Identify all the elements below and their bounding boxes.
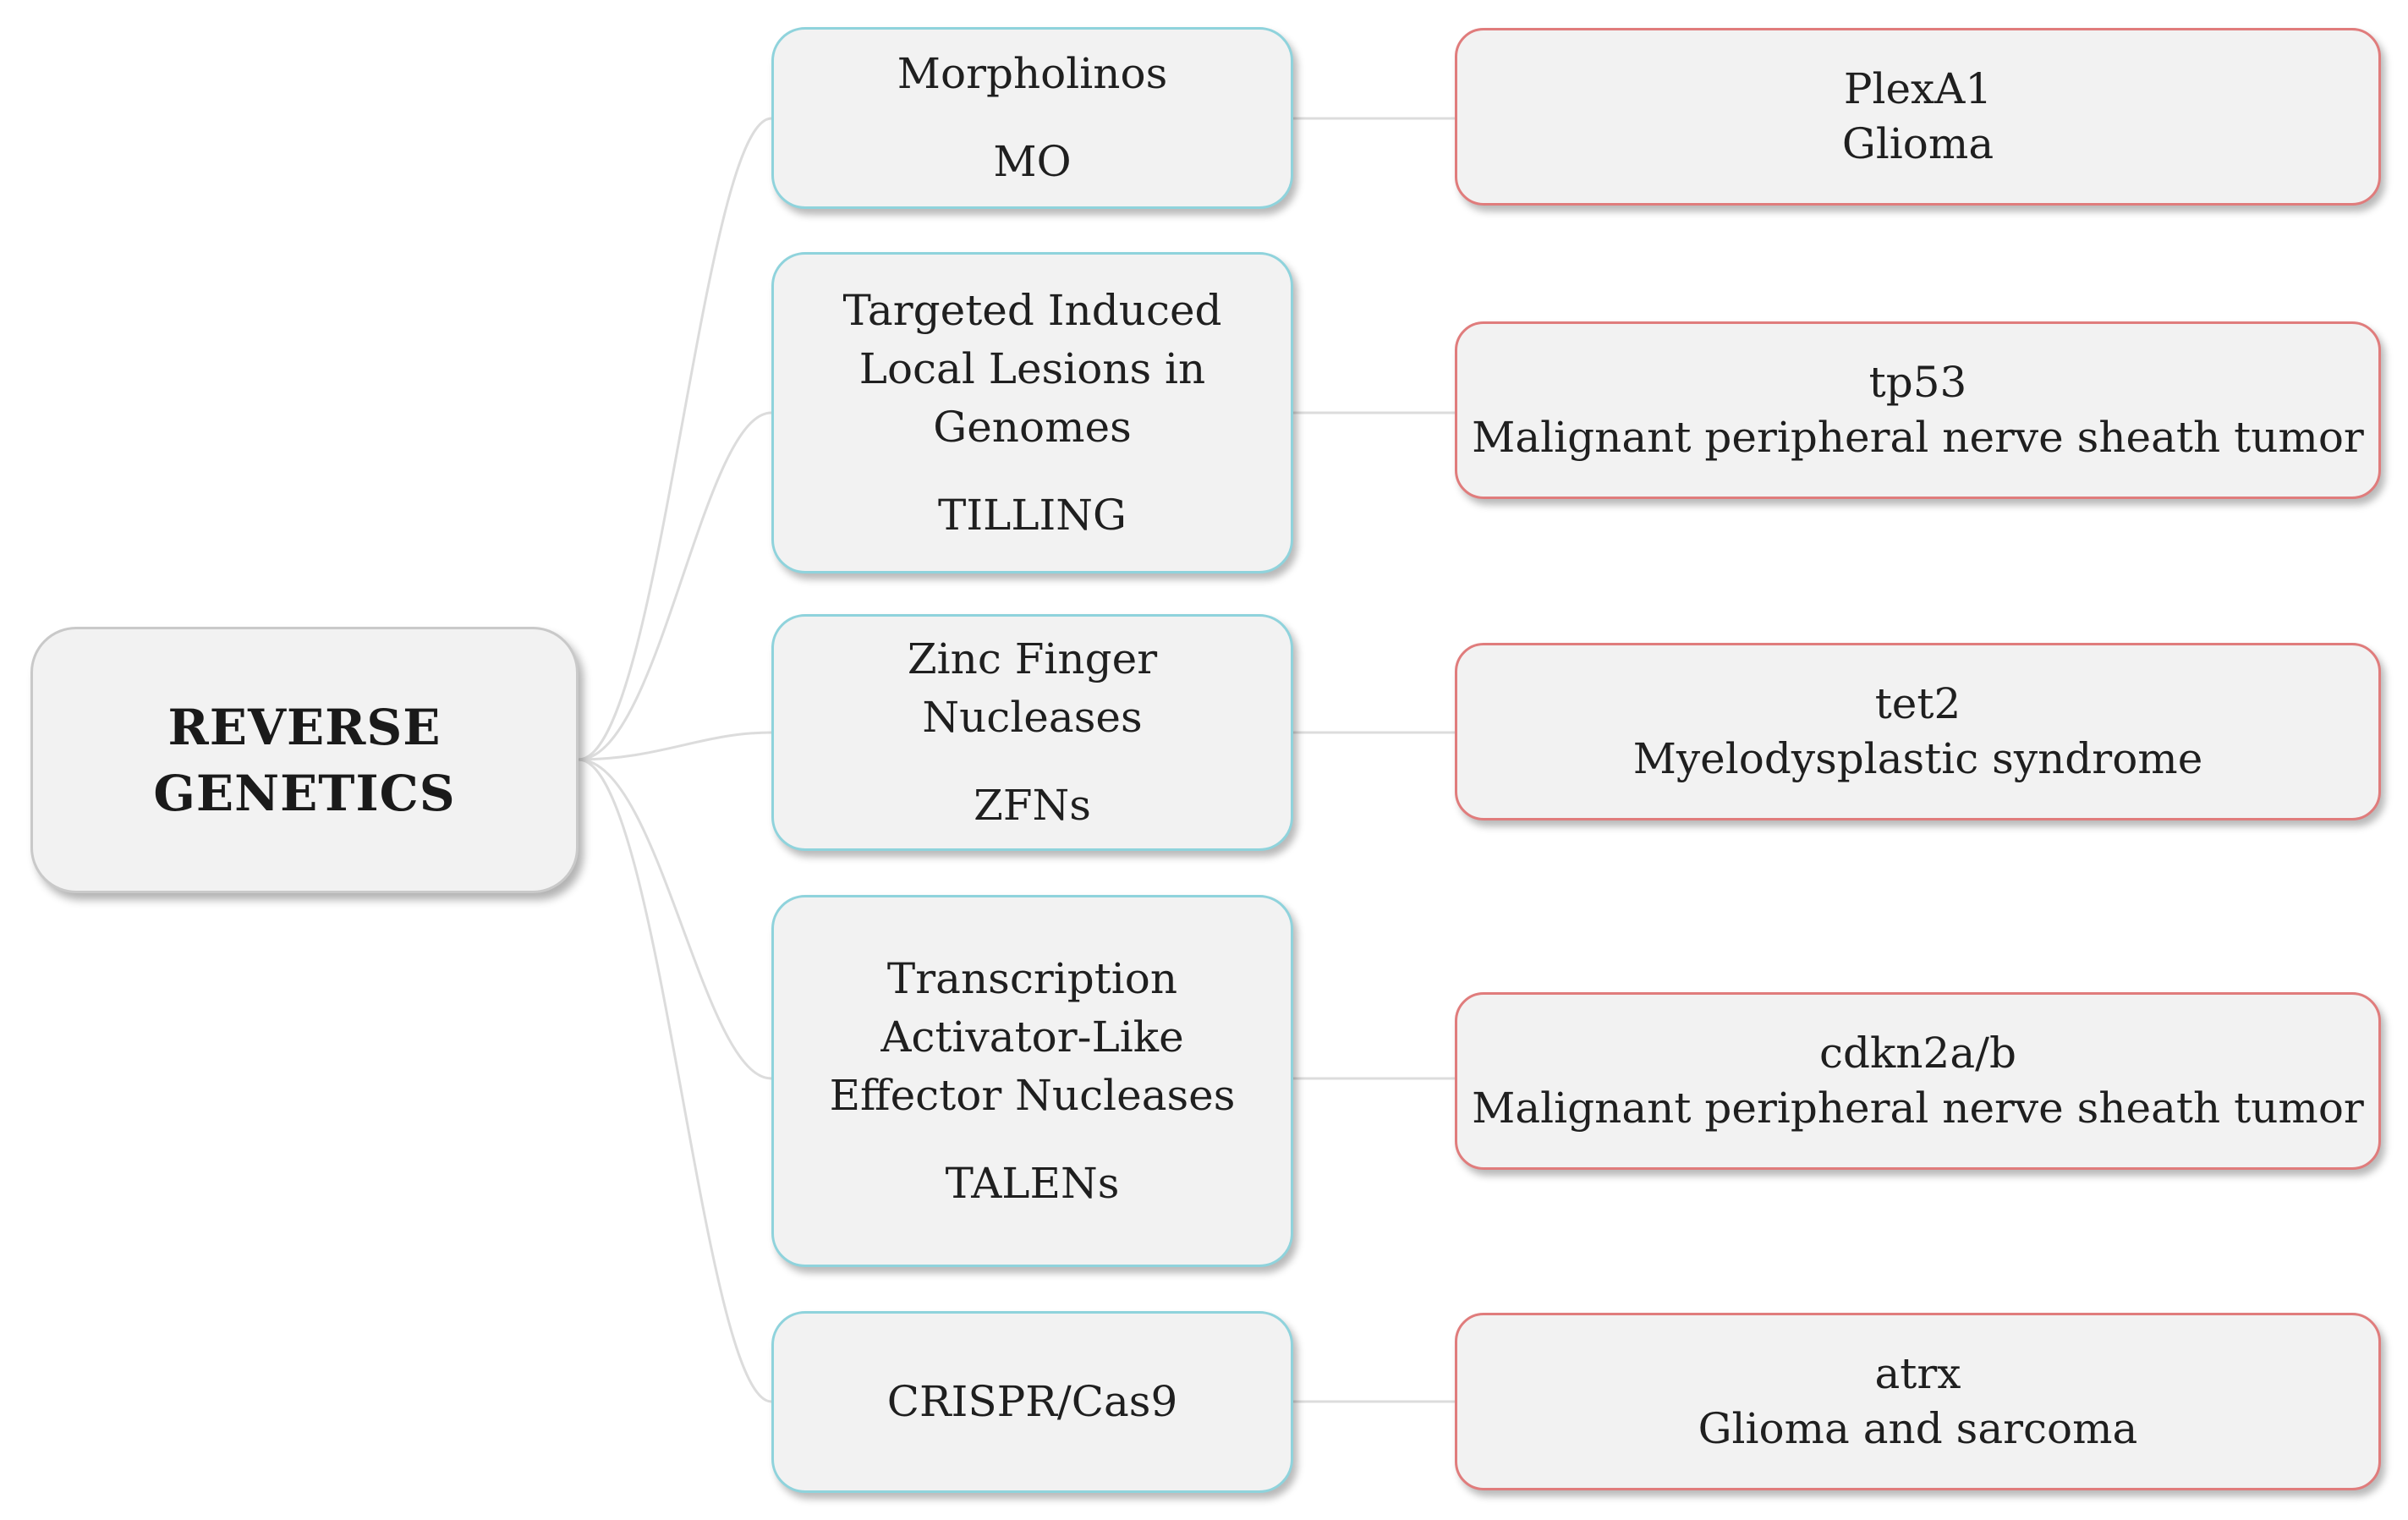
root-to-morpholinos-connector bbox=[578, 117, 772, 761]
disease-label: Malignant peripheral nerve sheath tumor bbox=[1472, 413, 2364, 462]
method-abbreviation: TILLING bbox=[938, 490, 1127, 540]
method-name-line: Activator-Like bbox=[880, 1012, 1184, 1062]
example-node-cdkn2a-b: cdkn2a/b Malignant peripheral nerve shea… bbox=[1455, 992, 2381, 1170]
gene-label: tp53 bbox=[1868, 358, 1967, 407]
gene-label: cdkn2a/b bbox=[1819, 1029, 2016, 1078]
reverse-genetics-root-node: REVERSE GENETICS bbox=[30, 627, 579, 893]
method-name-line: Transcription bbox=[886, 953, 1178, 1003]
method-abbreviation: MO bbox=[993, 137, 1072, 186]
root-title-line-1: REVERSE bbox=[167, 698, 442, 756]
disease-label: Malignant peripheral nerve sheath tumor bbox=[1472, 1084, 2364, 1133]
example-node-plexa1: PlexA1 Glioma bbox=[1455, 28, 2381, 206]
gene-label: PlexA1 bbox=[1843, 64, 1993, 113]
root-to-talens-connector bbox=[578, 758, 772, 1080]
gene-label: tet2 bbox=[1874, 679, 1961, 728]
gene-label: atrx bbox=[1874, 1349, 1961, 1398]
method-name-line: Targeted Induced bbox=[842, 285, 1222, 335]
method-abbreviation: TALENs bbox=[945, 1158, 1120, 1208]
method-name-line: Nucleases bbox=[922, 693, 1143, 742]
method-name-line: Genomes bbox=[933, 402, 1132, 452]
disease-label: Glioma bbox=[1841, 119, 1994, 168]
method-abbreviation: ZFNs bbox=[974, 781, 1091, 830]
method-name-line: Local Lesions in bbox=[858, 343, 1206, 393]
root-to-tilling-connector bbox=[578, 411, 772, 761]
method-name-line: CRISPR/Cas9 bbox=[886, 1377, 1178, 1426]
example-node-tet2: tet2 Myelodysplastic syndrome bbox=[1455, 643, 2381, 820]
method-node-tilling: Targeted Induced Local Lesions in Genome… bbox=[771, 252, 1293, 573]
example-node-atrx: atrx Glioma and sarcoma bbox=[1455, 1313, 2381, 1490]
example-node-tp53: tp53 Malignant peripheral nerve sheath t… bbox=[1455, 321, 2381, 499]
method-node-talens: Transcription Activator-Like Effector Nu… bbox=[771, 895, 1293, 1267]
method-node-zfns: Zinc Finger Nucleases ZFNs bbox=[771, 614, 1293, 851]
method-name-line: Zinc Finger bbox=[907, 634, 1158, 683]
root-to-zfns-connector bbox=[578, 731, 772, 761]
root-title-line-2: GENETICS bbox=[153, 764, 456, 822]
method-name-line: Effector Nucleases bbox=[829, 1070, 1236, 1120]
disease-label: Myelodysplastic syndrome bbox=[1632, 734, 2203, 783]
method-name-line: Morpholinos bbox=[897, 49, 1168, 98]
root-to-crispr-connector bbox=[578, 758, 772, 1403]
method-node-morpholinos: Morpholinos MO bbox=[771, 27, 1293, 209]
disease-label: Glioma and sarcoma bbox=[1698, 1404, 2138, 1453]
method-node-crispr: CRISPR/Cas9 bbox=[771, 1311, 1293, 1493]
